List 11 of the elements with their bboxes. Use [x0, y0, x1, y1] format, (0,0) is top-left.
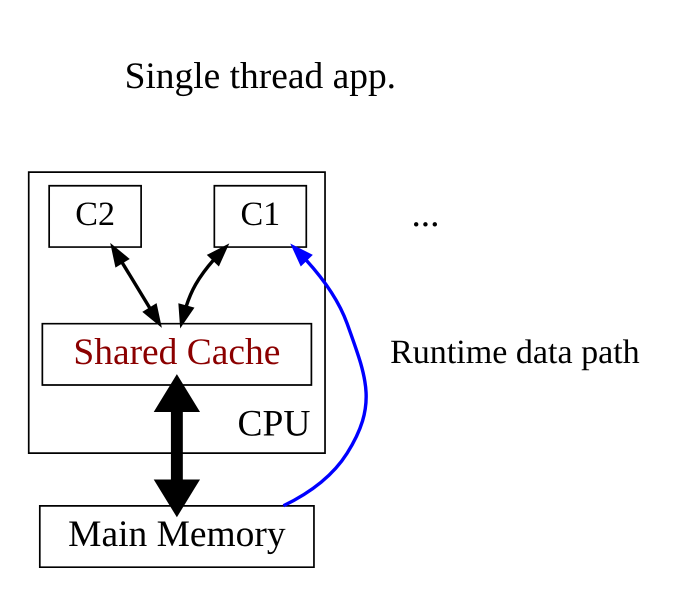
- edge-label: Runtime data path: [390, 334, 640, 371]
- label: Single thread app.: [124, 56, 396, 97]
- arrow: [282, 244, 368, 508]
- label: ...: [411, 194, 440, 235]
- node-box: C2: [48, 184, 142, 248]
- node-box: C1: [213, 184, 308, 248]
- node-box: Shared Cache: [42, 322, 312, 386]
- arrow: [154, 374, 200, 518]
- node-box: Main Memory: [38, 505, 315, 568]
- arrow: [110, 242, 162, 328]
- arrow: [178, 243, 230, 328]
